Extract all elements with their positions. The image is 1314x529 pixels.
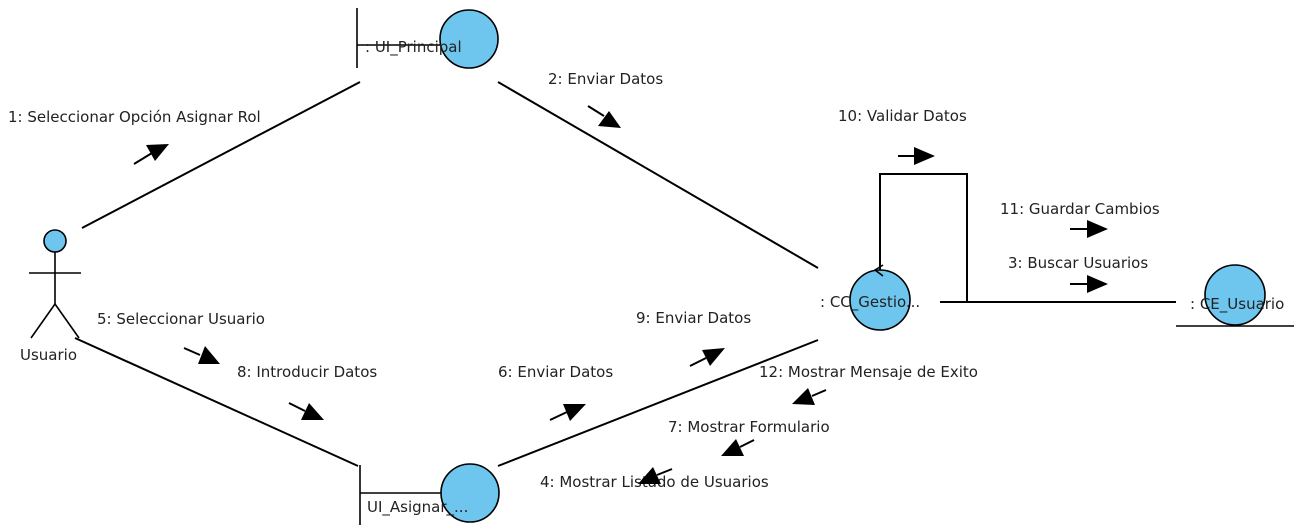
message-9-label: 9: Enviar Datos	[636, 309, 751, 327]
object-ui-principal[interactable]: : UI_Principal	[356, 8, 499, 69]
message-10-label: 10: Validar Datos	[838, 107, 967, 125]
message-12-label: 12: Mostrar Mensaje de Exito	[759, 363, 978, 381]
message-8-label: 8: Introducir Datos	[237, 363, 377, 381]
object-cc-gestion[interactable]: : CC_Gestio...	[820, 264, 920, 331]
message-11-label: 11: Guardar Cambios	[1000, 200, 1160, 218]
actor-left-leg	[30, 303, 56, 339]
link-ui-asignar-cc-gestion	[497, 339, 819, 467]
control-arrow	[873, 264, 884, 277]
message-2-label: 2: Enviar Datos	[548, 70, 663, 88]
actor-head	[43, 229, 67, 253]
message-5-arrow	[183, 346, 220, 364]
entity-circle	[1204, 264, 1266, 326]
object-label-ui-principal: : UI_Principal	[365, 38, 462, 57]
message-8-arrow	[288, 402, 324, 420]
boundary-circle	[440, 463, 500, 523]
message-11-arrow	[1070, 220, 1108, 238]
message-2-arrow	[587, 105, 621, 128]
control-circle	[849, 269, 911, 331]
link-usuario-ui-principal	[81, 81, 361, 229]
message-3-label: 3: Buscar Usuarios	[1008, 254, 1148, 272]
object-ui-asignar[interactable]: UI_Asignar_...	[359, 463, 500, 525]
object-label-cc-gestion: : CC_Gestio...	[820, 293, 920, 312]
message-1-label: 1: Seleccionar Opción Asignar Rol	[8, 108, 261, 126]
message-10-arrow	[898, 147, 935, 165]
message-4-arrow	[638, 467, 673, 484]
message-3-arrow	[1070, 275, 1108, 293]
actor-right-leg	[54, 303, 80, 339]
message-6-label: 6: Enviar Datos	[498, 363, 613, 381]
link-ui-principal-cc-gestion	[497, 81, 819, 269]
object-ce-usuario[interactable]: : CE_Usuario	[1176, 264, 1294, 327]
message-12-arrow	[792, 388, 827, 405]
message-5-label: 5: Seleccionar Usuario	[97, 310, 265, 328]
message-7-label: 7: Mostrar Formulario	[668, 418, 830, 436]
actor-usuario[interactable]: Usuario	[20, 229, 81, 364]
link-usuario-ui-asignar	[74, 337, 359, 467]
object-label-ce-usuario: : CE_Usuario	[1190, 295, 1284, 314]
message-6-arrow	[549, 404, 586, 421]
boundary-circle	[439, 9, 499, 69]
actor-label: Usuario	[20, 346, 77, 364]
message-1-arrow	[133, 144, 169, 165]
message-7-arrow	[721, 439, 755, 456]
self-link-cc-gestion	[879, 173, 968, 302]
message-9-arrow	[689, 348, 725, 367]
object-label-ui-asignar: UI_Asignar_...	[367, 498, 468, 517]
